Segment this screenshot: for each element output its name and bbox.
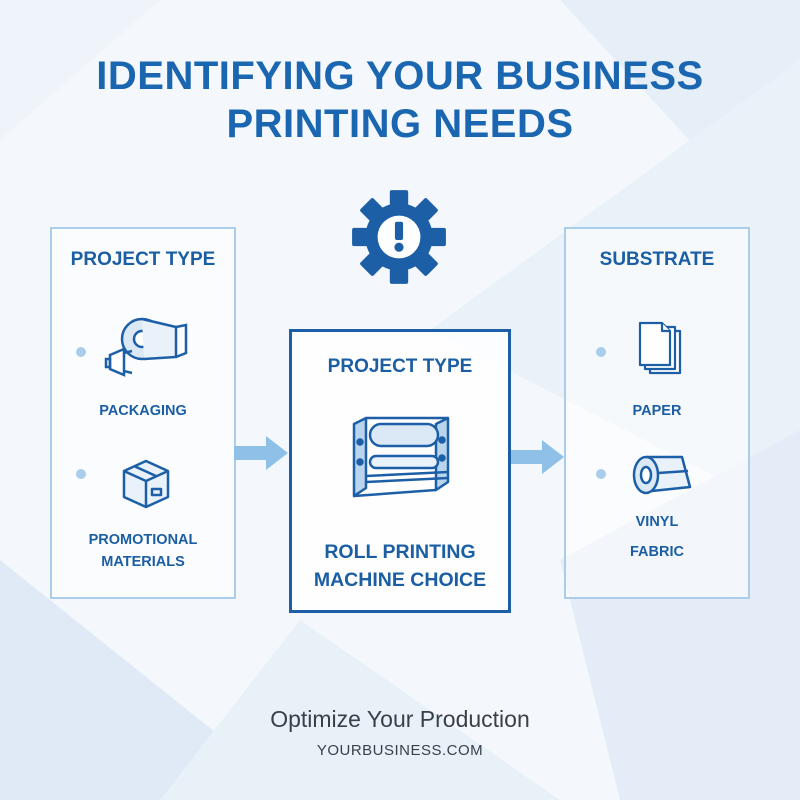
machine-choice-label-line2: MACHINE CHOICE (313, 569, 487, 591)
gear-alert-icon (352, 190, 446, 284)
paper-stack-icon (638, 321, 682, 375)
title-line-2: PRINTING NEEDS (226, 102, 574, 146)
left-panel-title: PROJECT TYPE (70, 249, 216, 270)
center-panel: PROJECT TYPE ROLL PRINTING MACHINE CHOIC… (289, 329, 511, 613)
box-icon (122, 459, 170, 509)
machine-choice-label: ROLL PRINTING MACHINE CHOICE (292, 538, 508, 594)
arrow-right-icon (510, 440, 564, 474)
roll-printing-machine-icon (352, 416, 450, 498)
bullet (596, 469, 606, 479)
right-panel: SUBSTRATE PAPER VINYL FABRIC (564, 227, 750, 599)
bullet (76, 347, 86, 357)
bullet (596, 347, 606, 357)
paper-label: PAPER (632, 403, 682, 419)
tagline: Optimize Your Production (270, 706, 530, 732)
center-panel-title: PROJECT TYPE (327, 356, 473, 377)
vinyl-label: VINYL (635, 514, 679, 530)
materials-label: MATERIALS (101, 554, 185, 570)
packaging-label: PACKAGING (99, 403, 187, 419)
vinyl-roll-icon (632, 455, 692, 495)
fabric-label: FABRIC (630, 544, 684, 560)
website-url: YOURBUSINESS.COM (316, 742, 484, 759)
tape-roll-icon (104, 317, 188, 377)
promotional-label: PROMOTIONAL (88, 532, 198, 548)
arrow-right-icon (234, 436, 288, 470)
roll-printing-label: ROLL PRINTING (324, 541, 476, 563)
right-panel-title: SUBSTRATE (599, 249, 715, 270)
promotional-materials-label: PROMOTIONAL MATERIALS (52, 529, 234, 573)
page-title: IDENTIFYING YOUR BUSINESS PRINTING NEEDS (0, 52, 800, 148)
title-line-1: IDENTIFYING YOUR BUSINESS (96, 54, 704, 98)
left-panel: PROJECT TYPE PACKAGING PROMOTIONAL MATER… (50, 227, 236, 599)
bullet (76, 469, 86, 479)
